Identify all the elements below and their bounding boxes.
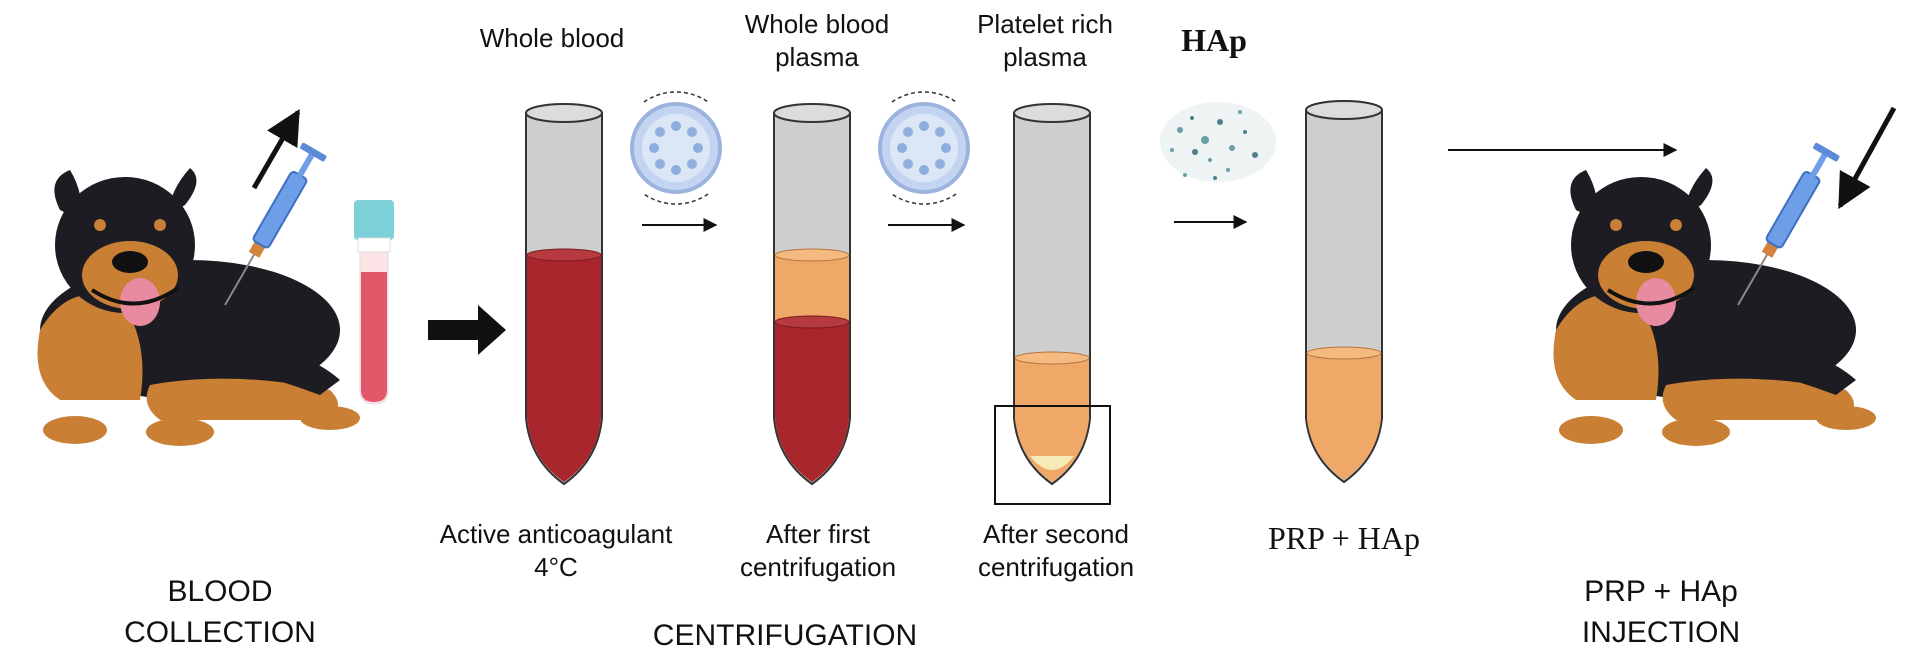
- centrifuge-rotor-icon: [878, 89, 970, 207]
- hap-powder-icon: [1160, 102, 1276, 182]
- arrow-icon: [1837, 106, 1897, 210]
- label-hap: HAp: [1181, 22, 1247, 58]
- dog-icon: [35, 166, 362, 448]
- tube-whole-blood: [525, 103, 603, 486]
- dog-icon: [1551, 166, 1878, 448]
- label-after-second-centrifugation: After second centrifugation: [977, 519, 1135, 582]
- tube-after-first: [773, 103, 851, 486]
- highlight-box: [994, 405, 1111, 505]
- vacutainer-tube-icon: [354, 200, 394, 405]
- tube-after-second: [994, 103, 1111, 505]
- centrifuge-rotor-icon: [630, 89, 722, 207]
- label-whole-blood-plasma: Whole blood plasma: [744, 9, 890, 72]
- arrow-icon: [251, 108, 301, 190]
- label-active-anticoagulant: Active anticoagulant 4°C: [439, 519, 673, 582]
- arrow-icon: [428, 305, 506, 355]
- label-centrifugation: CENTRIFUGATION: [652, 619, 918, 652]
- label-blood-collection: BLOOD COLLECTION: [124, 575, 316, 649]
- label-after-first-centrifugation: After first centrifugation: [739, 519, 897, 582]
- tube-prp-hap: [1305, 100, 1383, 484]
- label-prp-hap-injection: PRP + HAp INJECTION: [1581, 575, 1741, 649]
- label-whole-blood: Whole blood: [479, 23, 625, 53]
- label-prp-hap: PRP + HAp: [1267, 520, 1420, 556]
- label-platelet-rich-plasma: Platelet rich plasma: [977, 9, 1113, 72]
